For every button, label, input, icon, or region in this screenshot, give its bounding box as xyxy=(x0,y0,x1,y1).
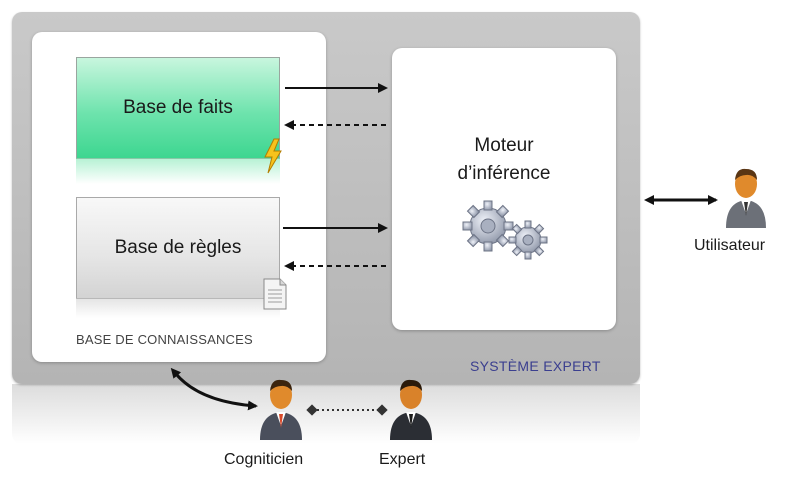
inference-engine-label: Moteur d’inférence xyxy=(392,132,616,188)
user-label: Utilisateur xyxy=(694,237,766,254)
inference-engine-panel xyxy=(392,48,616,330)
rules-base-label: Base de règles xyxy=(114,237,242,258)
knowledge-base-label: BASE DE CONNAISSANCES xyxy=(76,332,253,347)
gears-icon xyxy=(462,200,548,260)
engine-label-line1: Moteur xyxy=(474,135,534,156)
engine-label-line2: d’inférence xyxy=(457,163,551,184)
knowledge-engineer-person-icon xyxy=(260,379,302,440)
kb-engineer-arrow xyxy=(170,367,258,411)
lightning-icon xyxy=(264,138,282,174)
facts-base-box[interactable]: Base de faits xyxy=(76,57,280,159)
user-person-icon xyxy=(726,168,766,228)
facts-base-label: Base de faits xyxy=(123,97,233,118)
link-diamond-right xyxy=(376,404,388,416)
system-reflection xyxy=(12,384,640,444)
rules-base-reflection xyxy=(76,298,280,318)
link-diamond-left xyxy=(306,404,318,416)
expert-label: Expert xyxy=(379,451,426,468)
document-icon xyxy=(263,278,287,310)
expert-system-label: SYSTÈME EXPERT xyxy=(470,358,601,374)
expert-person-icon xyxy=(390,379,432,440)
facts-base-reflection xyxy=(76,158,280,184)
rules-base-box[interactable]: Base de règles xyxy=(76,197,280,299)
knowledge-engineer-label: Cogniticien xyxy=(224,451,304,468)
